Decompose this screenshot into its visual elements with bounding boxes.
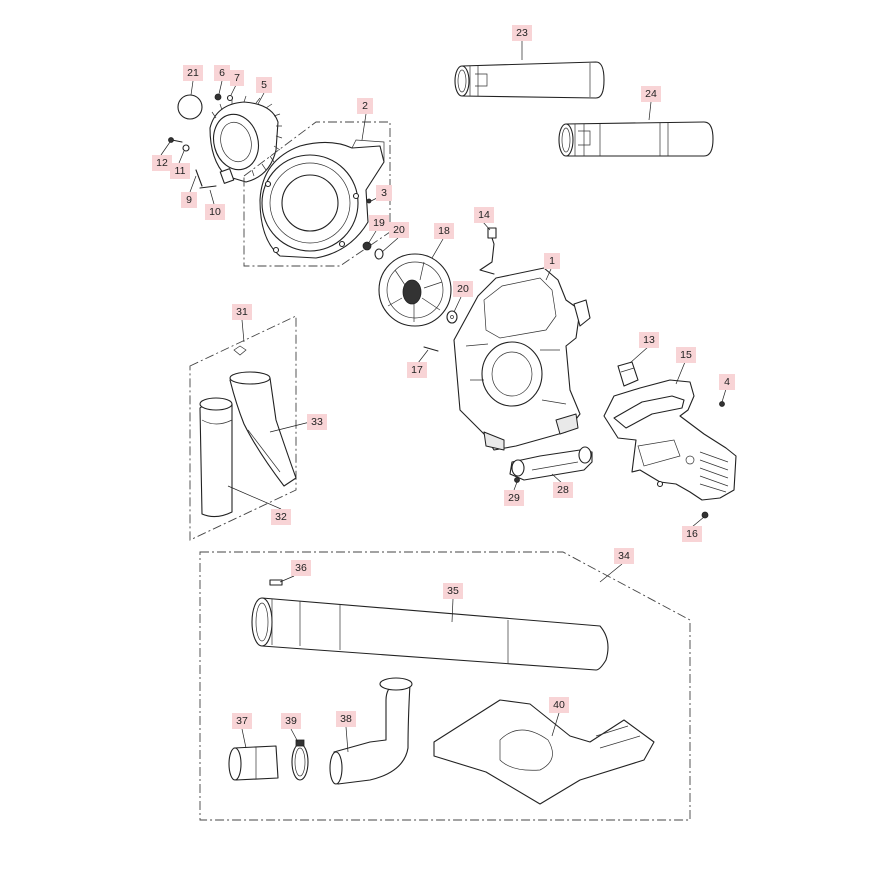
- part-29-screw: [514, 477, 520, 483]
- callout-9: 9: [181, 192, 197, 208]
- svg-text:20: 20: [457, 283, 469, 295]
- part-17-pin: [423, 346, 439, 352]
- callout-3: 3: [376, 185, 392, 201]
- svg-text:35: 35: [447, 585, 459, 597]
- part-13-clip: [617, 361, 639, 387]
- callout-14: 14: [474, 207, 494, 223]
- svg-text:17: 17: [411, 364, 423, 376]
- svg-text:9: 9: [186, 194, 192, 206]
- callout-31: 31: [232, 304, 252, 320]
- svg-text:5: 5: [261, 79, 267, 91]
- svg-text:4: 4: [724, 376, 730, 388]
- svg-text:7: 7: [234, 72, 240, 84]
- leader-lines: [160, 41, 727, 753]
- svg-text:32: 32: [275, 511, 287, 523]
- callout-5: 5: [256, 77, 272, 93]
- callout-34: 34: [614, 548, 634, 564]
- part-6-7-11-12-hardware: [168, 93, 234, 189]
- part-16-screw: [701, 511, 709, 519]
- svg-text:13: 13: [643, 334, 655, 346]
- callout-13: 13: [639, 332, 659, 348]
- callout-28: 28: [553, 482, 573, 498]
- callout-20a: 20: [389, 222, 409, 238]
- svg-text:15: 15: [680, 349, 692, 361]
- svg-text:2: 2: [362, 100, 368, 112]
- part-32-tube: [199, 397, 233, 518]
- svg-text:19: 19: [373, 217, 385, 229]
- part-2-fan-housing-group: [243, 121, 391, 267]
- part-37-coupler: [228, 745, 279, 781]
- callout-24: 24: [641, 86, 661, 102]
- part-15-handle-cover: [603, 379, 737, 501]
- svg-text:37: 37: [236, 715, 248, 727]
- svg-text:33: 33: [311, 416, 323, 428]
- callout-40: 40: [549, 697, 569, 713]
- svg-text:31: 31: [236, 306, 248, 318]
- svg-text:23: 23: [516, 27, 528, 39]
- part-18-impeller: [362, 241, 458, 327]
- svg-text:28: 28: [557, 484, 569, 496]
- svg-text:10: 10: [209, 206, 221, 218]
- svg-text:38: 38: [340, 713, 352, 725]
- part-24-tube: [558, 121, 714, 157]
- part-1-frame: [453, 267, 591, 451]
- part-4-screw: [719, 401, 725, 407]
- callout-20b: 20: [453, 281, 473, 297]
- svg-text:36: 36: [295, 562, 307, 574]
- part-14-switch: [479, 227, 497, 275]
- callout-2: 2: [357, 98, 373, 114]
- svg-text:14: 14: [478, 209, 490, 221]
- svg-text:11: 11: [175, 165, 186, 177]
- callout-19: 19: [369, 215, 389, 231]
- callout-21: 21: [183, 65, 203, 81]
- part-33-elbow: [229, 371, 297, 487]
- callout-6: 6: [214, 65, 230, 81]
- callout-1: 1: [544, 253, 560, 269]
- callout-7: 7: [230, 70, 244, 86]
- svg-text:18: 18: [438, 225, 450, 237]
- svg-text:1: 1: [549, 255, 555, 267]
- svg-text:39: 39: [285, 715, 297, 727]
- svg-text:34: 34: [618, 550, 630, 562]
- callout-39: 39: [281, 713, 301, 729]
- callout-37: 37: [232, 713, 252, 729]
- part-23-tube: [454, 61, 605, 99]
- svg-text:20: 20: [393, 224, 405, 236]
- svg-text:21: 21: [187, 67, 199, 79]
- svg-text:24: 24: [645, 88, 657, 100]
- svg-text:6: 6: [219, 67, 225, 79]
- callout-18: 18: [434, 223, 454, 239]
- part-36-pin: [269, 579, 283, 586]
- part-21-cover: [177, 94, 203, 120]
- svg-text:16: 16: [686, 528, 698, 540]
- part-5-starter-housing: [209, 95, 283, 184]
- callout-10: 10: [205, 204, 225, 220]
- callout-11: 11: [170, 163, 190, 179]
- part-34-kit-group: [199, 551, 691, 821]
- callout-17: 17: [407, 362, 427, 378]
- part-3-screw: [366, 198, 372, 204]
- callout-16: 16: [682, 526, 702, 542]
- part-35-long-tube: [251, 597, 609, 671]
- part-38-elbow: [329, 677, 413, 785]
- callout-12: 12: [152, 155, 172, 171]
- part-39-clamp: [291, 739, 309, 781]
- part-31-package: [189, 315, 297, 541]
- svg-text:40: 40: [553, 699, 565, 711]
- svg-text:29: 29: [508, 492, 520, 504]
- callout-33: 33: [307, 414, 327, 430]
- svg-text:3: 3: [381, 187, 387, 199]
- callout-15: 15: [676, 347, 696, 363]
- part-40-nozzle: [433, 699, 655, 805]
- callout-38: 38: [336, 711, 356, 727]
- callout-35: 35: [443, 583, 463, 599]
- part-28-handle-support: [509, 446, 593, 481]
- callout-4: 4: [719, 374, 735, 390]
- callout-32: 32: [271, 509, 291, 525]
- callout-36: 36: [291, 560, 311, 576]
- callout-29: 29: [504, 490, 524, 506]
- callout-23: 23: [512, 25, 532, 41]
- svg-text:12: 12: [156, 157, 168, 169]
